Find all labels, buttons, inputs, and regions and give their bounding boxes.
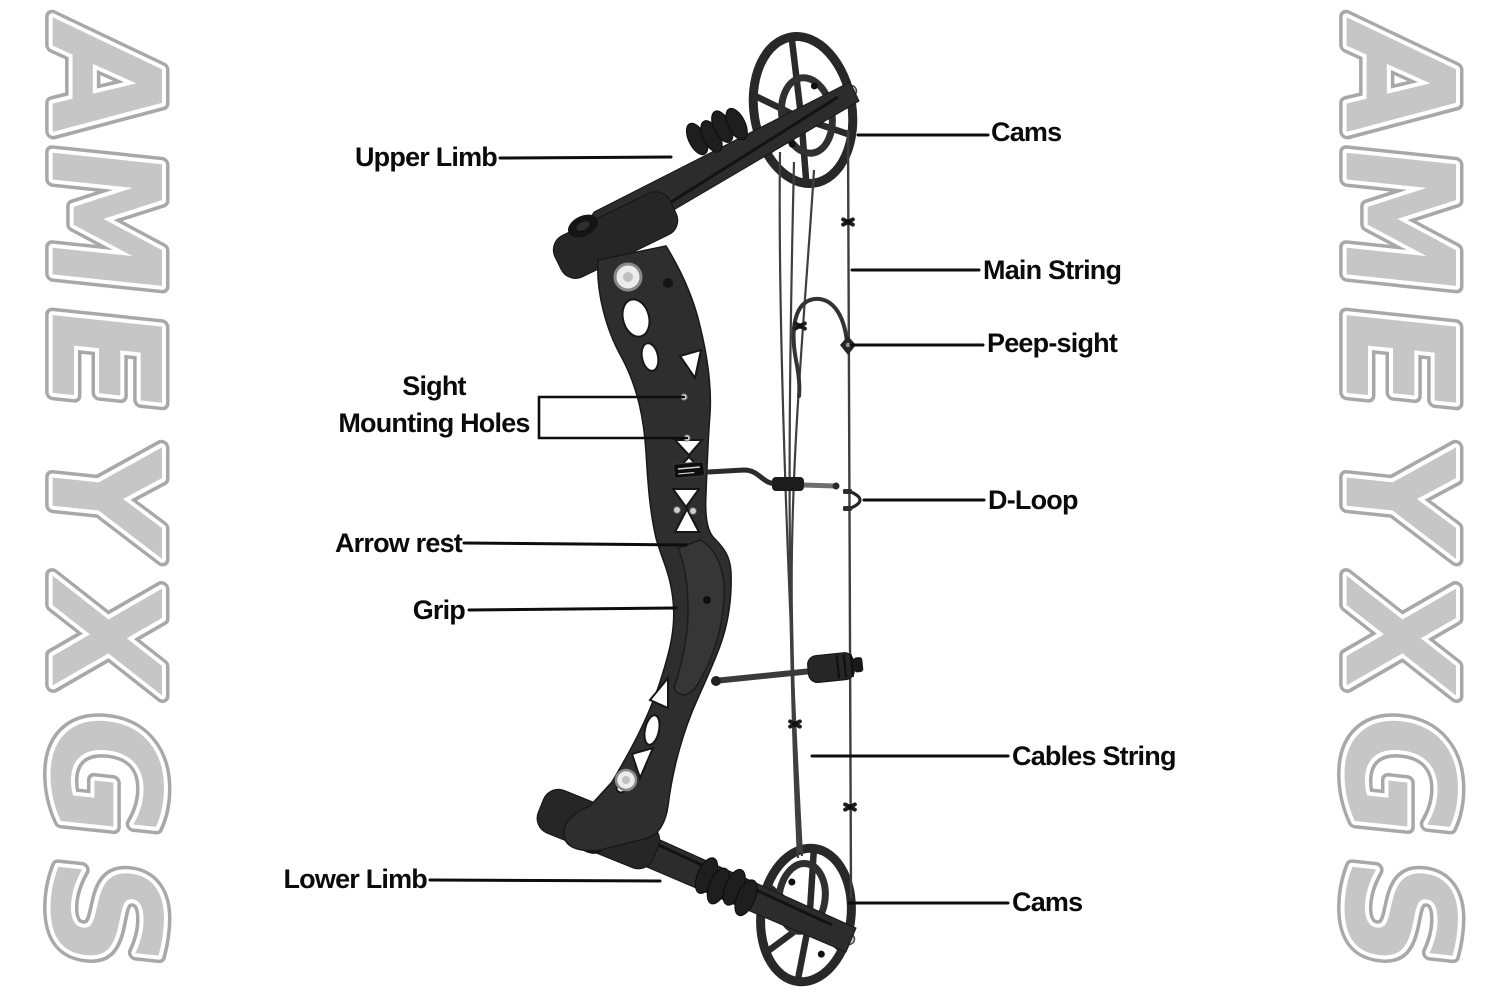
label-lower-limb: Lower Limb xyxy=(283,864,427,894)
peep-tube xyxy=(791,296,849,398)
upper-limb xyxy=(552,81,860,279)
d-loop-part xyxy=(843,489,862,511)
cable-guard-rod xyxy=(705,467,840,491)
label-cams-bottom: Cams xyxy=(1012,887,1083,917)
main-string xyxy=(846,129,853,899)
watermark-letter: S xyxy=(1311,851,1486,977)
watermark-letter: G xyxy=(17,704,192,845)
watermark-letter: M xyxy=(1311,135,1486,303)
watermark-letter: A xyxy=(17,13,192,147)
string-nock-tie-lower xyxy=(843,802,857,812)
watermark-letter: X xyxy=(1311,569,1486,703)
label-peep-sight: Peep-sight xyxy=(987,328,1118,358)
watermark-letter: E xyxy=(17,298,192,419)
watermark-letter: E xyxy=(17,298,192,419)
grip-part xyxy=(673,539,725,696)
watermark-letter: M xyxy=(17,135,192,303)
watermark-letter: S xyxy=(17,851,192,977)
watermark-letter: G xyxy=(1311,704,1486,845)
watermark-letter: M xyxy=(1311,135,1486,303)
watermark-letter: Y xyxy=(17,432,192,563)
leader-lines xyxy=(428,133,1010,905)
label-sight-mounting-holes: Sight Mounting Holes xyxy=(330,368,538,442)
label-main-string: Main String xyxy=(983,255,1122,285)
label-grip: Grip xyxy=(412,595,466,625)
leader-upper-limb xyxy=(498,155,673,160)
watermark-letter: A xyxy=(1311,13,1486,147)
string-nock-tie xyxy=(841,217,855,227)
watermark-letter: E xyxy=(1311,298,1486,419)
watermark-letter: A xyxy=(1311,13,1486,147)
watermark-letter: G xyxy=(1311,704,1486,845)
stabilizer xyxy=(711,652,864,686)
watermark-letter: X xyxy=(1311,569,1486,703)
label-arrow-rest: Arrow rest xyxy=(334,528,463,558)
watermark-letter: X xyxy=(17,569,192,703)
lower-limb-dampener xyxy=(694,857,758,917)
watermark-letter: M xyxy=(17,135,192,303)
watermark-letter: X xyxy=(1311,569,1486,703)
brand-plate xyxy=(673,461,705,479)
watermark-letter: M xyxy=(1311,135,1486,303)
watermark-letter: S xyxy=(1311,851,1486,977)
label-d-loop: D-Loop xyxy=(988,485,1078,515)
cable-3 xyxy=(790,169,816,853)
cable-2 xyxy=(788,161,800,859)
watermark-letter: G xyxy=(1311,704,1486,845)
watermark-letter: M xyxy=(17,135,192,303)
peep-sight-part xyxy=(840,336,856,355)
label-cams-top: Cams xyxy=(991,117,1062,147)
watermark-letter: E xyxy=(1311,298,1486,419)
strings xyxy=(778,129,853,899)
watermark-letter: X xyxy=(17,569,192,703)
watermark-letter: G xyxy=(17,704,192,845)
cable-nock-tie-lower xyxy=(788,719,802,729)
watermark-letter: Y xyxy=(17,432,192,563)
label-cables-string: Cables String xyxy=(1012,741,1176,771)
riser xyxy=(563,245,732,852)
cable-1 xyxy=(778,151,804,857)
watermark-letter: Y xyxy=(1311,432,1486,563)
compound-bow-illustration xyxy=(536,32,864,987)
leader-arrow-rest xyxy=(462,541,688,547)
watermark-letter: A xyxy=(1311,13,1486,147)
cable-nock-tie xyxy=(793,321,807,331)
leader-lower-limb xyxy=(428,878,662,883)
watermark-letter: X xyxy=(17,569,192,703)
watermark-letter: G xyxy=(17,704,192,845)
label-upper-limb: Upper Limb xyxy=(354,142,498,172)
watermark-letter: A xyxy=(17,13,192,147)
watermark-letter: S xyxy=(1311,851,1486,977)
watermark-letter: Y xyxy=(1311,432,1486,563)
leader-sight-mounting-holes xyxy=(537,395,689,440)
limb-bolt-top xyxy=(567,214,599,238)
leader-grip xyxy=(467,606,678,612)
watermark-letter: A xyxy=(17,13,192,147)
upper-limb-dampener xyxy=(685,107,748,156)
label-sight-line1: Sight xyxy=(402,371,466,401)
watermark-letter: S xyxy=(17,851,192,977)
label-sight-line2: Mounting Holes xyxy=(338,408,530,438)
watermark-letter: S xyxy=(17,851,192,977)
